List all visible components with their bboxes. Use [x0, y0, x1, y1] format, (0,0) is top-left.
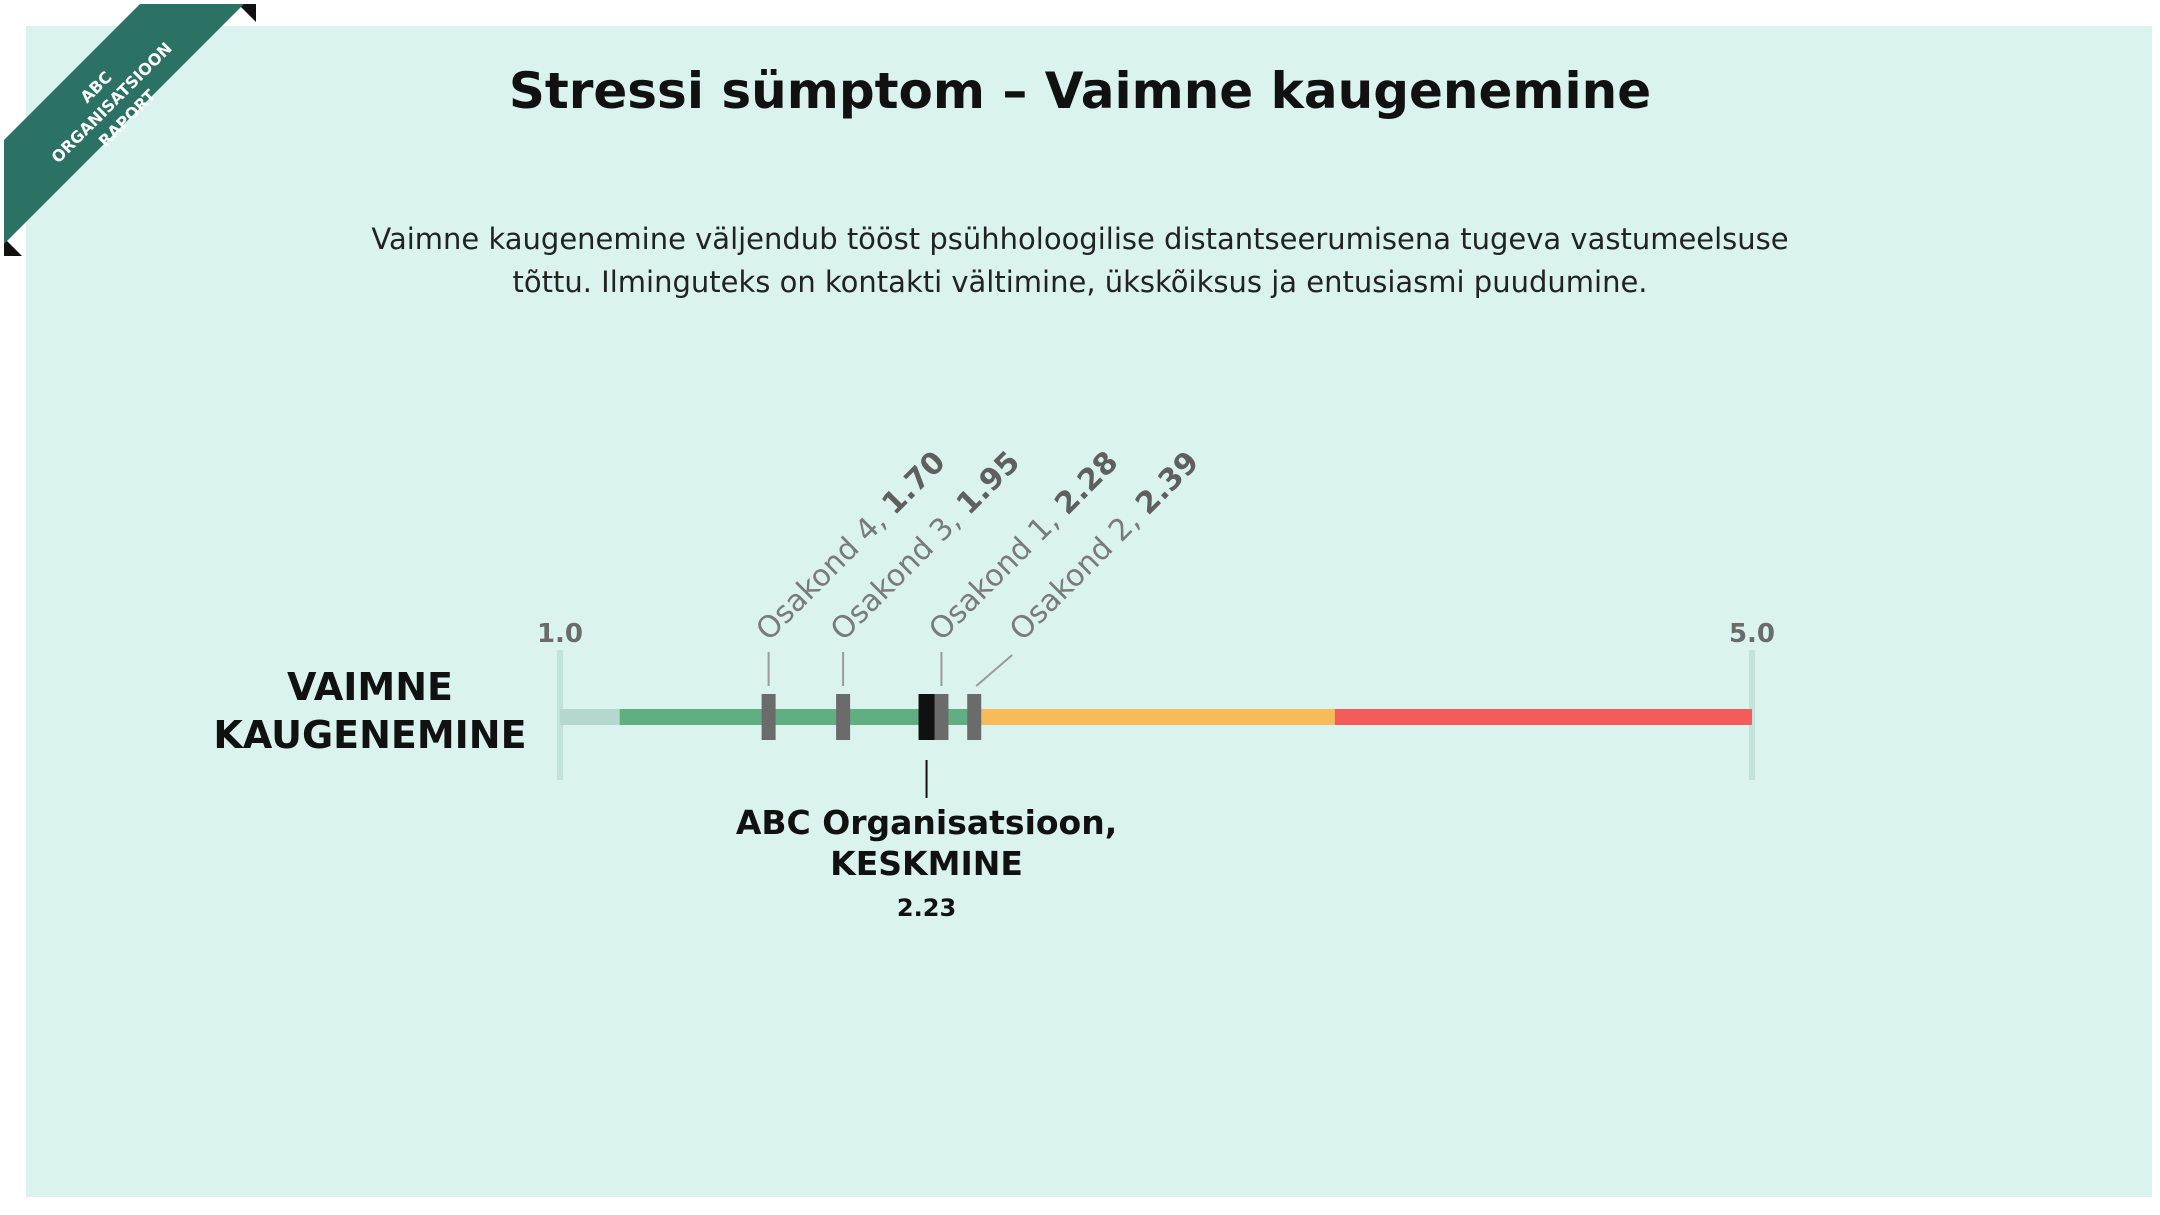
department-marker-osakond-4	[761, 694, 776, 740]
average-value: 2.23	[896, 894, 957, 922]
scale-band-light	[560, 709, 620, 725]
average-name-line2: KESKMINE	[830, 844, 1023, 883]
scale-band-green	[619, 709, 978, 725]
scale-band-yellow	[977, 709, 1335, 725]
row-label-line1: VAIMNE	[287, 665, 453, 709]
department-leader-osakond-2	[975, 654, 1013, 687]
ribbon-fold	[4, 238, 22, 256]
report-panel	[26, 26, 2152, 1197]
description-line1: Vaimne kaugenemine väljendub tööst psühh…	[371, 222, 1789, 256]
ribbon-band	[4, 4, 244, 244]
average-name-line1: ABC Organisatsioon,	[735, 803, 1118, 842]
average-label: ABC Organisatsioon, KESKMINE 2.23	[677, 802, 1177, 922]
axis-min-label: 1.0	[537, 619, 583, 649]
axis-max-label: 5.0	[1729, 619, 1775, 649]
average-name: ABC Organisatsioon, KESKMINE	[677, 802, 1177, 884]
department-marker-osakond-1	[934, 694, 949, 740]
department-marker-osakond-2	[967, 694, 982, 740]
description: Vaimne kaugenemine väljendub tööst psühh…	[300, 218, 1860, 304]
row-label-line2: KAUGENEMINE	[213, 713, 527, 757]
average-marker	[918, 694, 935, 740]
ribbon-fold	[238, 4, 256, 22]
scale-band-red	[1334, 709, 1752, 725]
page-title: Stressi sümptom – Vaimne kaugenemine	[508, 62, 1652, 120]
scale-row-label: VAIMNE KAUGENEMINE	[160, 663, 580, 759]
department-marker-osakond-3	[836, 694, 851, 740]
report-ribbon	[4, 4, 256, 256]
description-line2: tõttu. Ilminguteks on kontakti vältimine…	[512, 265, 1648, 299]
